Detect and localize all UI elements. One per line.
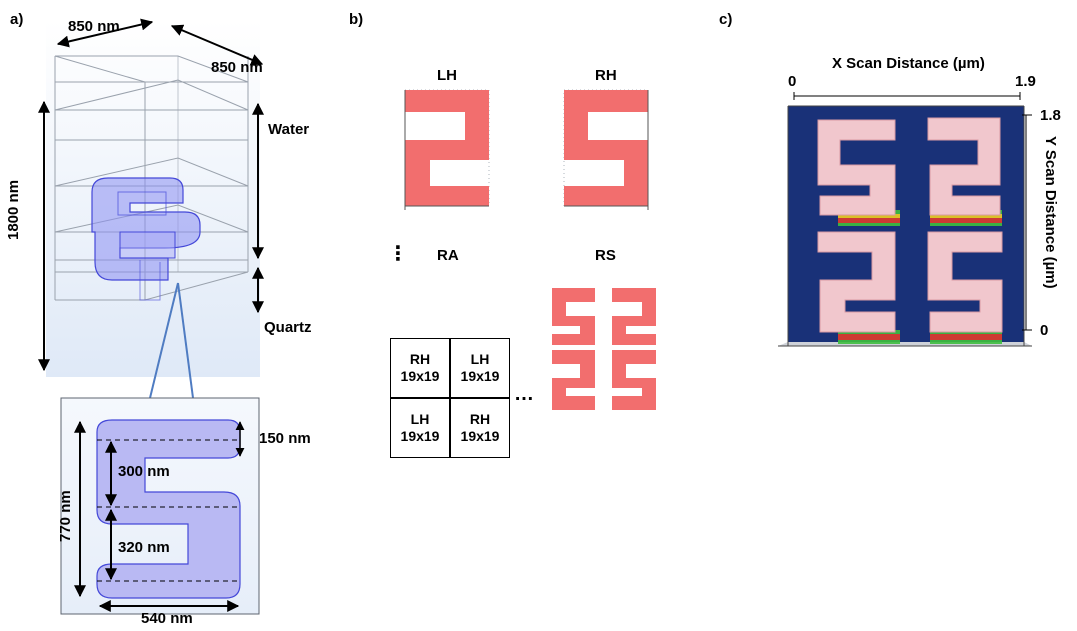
dim-depth-label: 850 nm — [211, 59, 263, 76]
panel-b-letter: b) — [349, 11, 364, 28]
zoom-line-right — [177, 282, 194, 399]
ra-label: RA — [437, 247, 459, 264]
ellipsis-vertical: ⋮ — [388, 243, 408, 265]
dim-lower-gap-label: 320 nm — [118, 539, 170, 556]
afm-x-axis-label: X Scan Distance (µm) — [832, 55, 985, 72]
ra-cell-4-size: 19x19 — [460, 428, 500, 444]
ra-cell-2: LH 19x19 — [450, 338, 510, 398]
ra-cell-3-size: 19x19 — [400, 428, 440, 444]
dim-upper-gap-label: 300 nm — [118, 463, 170, 480]
rs-arrangement — [552, 288, 656, 410]
lh-label: LH — [437, 67, 457, 84]
ra-cell-2-handedness: LH — [470, 350, 490, 367]
layer-quartz-label: Quartz — [264, 319, 312, 336]
afm-x-min: 0 — [788, 73, 797, 90]
ra-cell-1: RH 19x19 — [390, 338, 450, 398]
rh-unit-cell — [563, 89, 649, 210]
ellipsis-horizontal: … — [514, 383, 534, 405]
dim-width-label: 540 nm — [141, 610, 193, 627]
ra-cell-3-handedness: LH — [410, 410, 430, 427]
rs-label: RS — [595, 247, 616, 264]
lh-unit-cell — [404, 89, 490, 210]
ra-cell-3: LH 19x19 — [390, 398, 450, 458]
s-element-detail — [96, 419, 241, 599]
afm-y-max: 1.8 — [1040, 107, 1061, 124]
afm-y-min: 0 — [1040, 322, 1049, 339]
ra-cell-1-size: 19x19 — [400, 368, 440, 384]
arrow-width-front — [56, 18, 154, 48]
afm-x-max: 1.9 — [1015, 73, 1036, 90]
dim-height-label: 1800 nm — [5, 179, 22, 240]
detail-guides — [97, 439, 240, 582]
ra-cell-2-size: 19x19 — [460, 368, 500, 384]
zoom-line-left — [149, 282, 179, 399]
ra-cell-1-handedness: RH — [409, 350, 431, 367]
ra-cell-4: RH 19x19 — [450, 398, 510, 458]
rh-label: RH — [595, 67, 617, 84]
layer-water-label: Water — [268, 121, 310, 138]
dim-top-arm-label: 150 nm — [259, 430, 311, 447]
afm-image — [778, 105, 1032, 347]
panel-c-letter: c) — [719, 11, 733, 28]
dim-total-height-label: 770 nm — [57, 490, 74, 542]
dim-width-front-label: 850 nm — [68, 18, 120, 35]
afm-y-axis-label: Y Scan Distance (µm) — [1042, 136, 1059, 289]
panel-a-letter: a) — [10, 11, 24, 28]
s-element-3d — [91, 177, 201, 301]
arrow-depth — [170, 24, 264, 66]
ra-cell-4-handedness: RH — [469, 410, 491, 427]
